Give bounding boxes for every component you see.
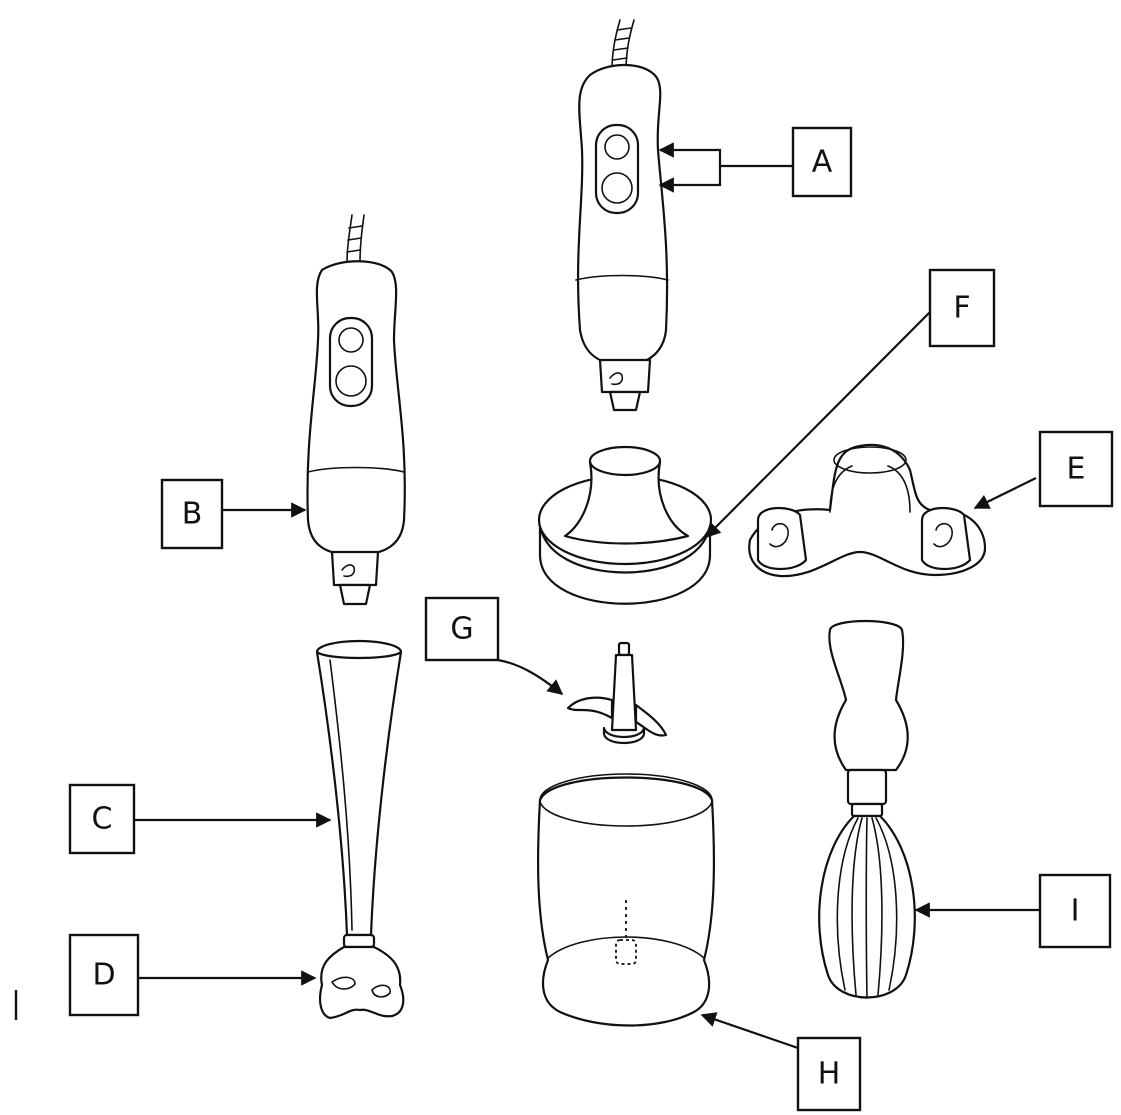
- label-c-text: C: [92, 802, 113, 837]
- label-b-text: B: [182, 497, 203, 532]
- motor-unit-left: [306, 214, 406, 606]
- chopper-blade: [566, 641, 668, 745]
- leader-e: [973, 477, 1037, 509]
- label-d-text: D: [92, 958, 115, 993]
- label-e: E: [1038, 430, 1114, 508]
- label-g-text: G: [450, 612, 473, 647]
- label-i: I: [1038, 873, 1112, 949]
- chopper-lid: [537, 445, 713, 605]
- label-d: D: [68, 933, 140, 1017]
- leader-a: [658, 142, 793, 168]
- blender-shaft: [315, 639, 405, 1020]
- label-e-text: E: [1067, 452, 1086, 487]
- label-f-text: F: [953, 291, 970, 326]
- label-h-text: H: [818, 1057, 841, 1092]
- whisk-attachment: [818, 619, 916, 999]
- label-c: C: [68, 783, 136, 855]
- label-a: A: [791, 126, 853, 198]
- label-f: F: [928, 268, 996, 348]
- label-h: H: [796, 1036, 862, 1112]
- label-b: B: [160, 478, 224, 550]
- leader-g: [497, 658, 564, 695]
- motor-unit-top: [575, 19, 669, 412]
- leader-a-lower: [658, 166, 722, 193]
- chopper-bowl: [536, 773, 716, 1027]
- label-a-text: A: [812, 145, 833, 180]
- attachment-stand: [748, 443, 987, 578]
- label-i-text: I: [1071, 894, 1080, 929]
- label-g: G: [424, 596, 500, 662]
- leader-h: [700, 1012, 799, 1050]
- leader-f: [704, 311, 931, 539]
